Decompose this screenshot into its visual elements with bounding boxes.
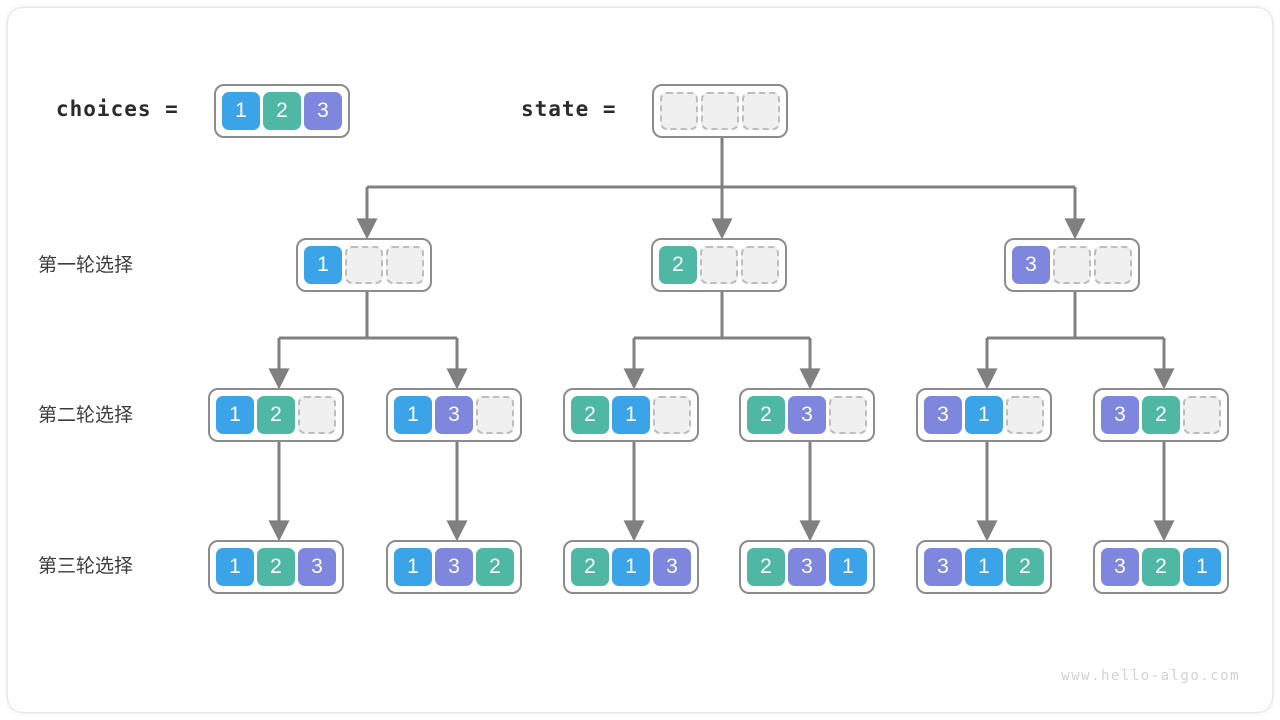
choices-array: 1 2 3 xyxy=(214,84,350,138)
node-cell xyxy=(298,396,336,434)
node-cell xyxy=(741,246,779,284)
node-cell: 3 xyxy=(788,548,826,586)
node-cell: 2 xyxy=(571,548,609,586)
node-cell: 2 xyxy=(257,396,295,434)
node-cell: 2 xyxy=(571,396,609,434)
node-cell: 3 xyxy=(435,548,473,586)
round1-node: 3 xyxy=(1004,238,1140,292)
node-cell: 2 xyxy=(257,548,295,586)
state-array xyxy=(652,84,788,138)
row-label-round2: 第二轮选择 xyxy=(38,405,134,426)
choices-label: choices = xyxy=(56,97,179,121)
node-cell xyxy=(476,396,514,434)
node-cell: 1 xyxy=(1183,548,1221,586)
round2-node: 1 3 xyxy=(386,388,522,442)
row-label-round1: 第一轮选择 xyxy=(38,255,134,276)
round3-node: 2 1 3 xyxy=(563,540,699,594)
choices-cell: 2 xyxy=(263,92,301,130)
row-label-round3: 第三轮选择 xyxy=(38,556,134,577)
node-cell xyxy=(1053,246,1091,284)
node-cell: 3 xyxy=(1012,246,1050,284)
node-cell xyxy=(1183,396,1221,434)
state-label: state = xyxy=(521,97,617,121)
round2-node: 3 1 xyxy=(916,388,1052,442)
node-cell: 1 xyxy=(612,396,650,434)
node-cell xyxy=(700,246,738,284)
node-cell: 2 xyxy=(1142,548,1180,586)
round3-node: 3 2 1 xyxy=(1093,540,1229,594)
watermark: www.hello-algo.com xyxy=(1061,668,1240,684)
round3-node: 3 1 2 xyxy=(916,540,1052,594)
choices-cell: 3 xyxy=(304,92,342,130)
node-cell: 2 xyxy=(747,396,785,434)
node-cell: 1 xyxy=(612,548,650,586)
round3-node: 1 2 3 xyxy=(208,540,344,594)
round2-node: 2 1 xyxy=(563,388,699,442)
node-cell: 1 xyxy=(829,548,867,586)
node-cell: 3 xyxy=(298,548,336,586)
node-cell: 3 xyxy=(924,548,962,586)
node-cell: 3 xyxy=(1101,548,1139,586)
node-cell xyxy=(829,396,867,434)
state-cell xyxy=(660,92,698,130)
node-cell: 1 xyxy=(394,396,432,434)
round2-node: 2 3 xyxy=(739,388,875,442)
node-cell: 3 xyxy=(435,396,473,434)
node-cell: 2 xyxy=(747,548,785,586)
node-cell: 2 xyxy=(1142,396,1180,434)
node-cell xyxy=(1094,246,1132,284)
node-cell: 3 xyxy=(788,396,826,434)
node-cell xyxy=(345,246,383,284)
state-cell xyxy=(701,92,739,130)
node-cell: 1 xyxy=(304,246,342,284)
node-cell: 2 xyxy=(1006,548,1044,586)
state-cell xyxy=(742,92,780,130)
round3-node: 1 3 2 xyxy=(386,540,522,594)
node-cell: 3 xyxy=(653,548,691,586)
node-cell xyxy=(653,396,691,434)
round3-node: 2 3 1 xyxy=(739,540,875,594)
node-cell: 1 xyxy=(394,548,432,586)
round1-node: 2 xyxy=(651,238,787,292)
round2-node: 1 2 xyxy=(208,388,344,442)
round1-node: 1 xyxy=(296,238,432,292)
card-frame xyxy=(8,8,1272,712)
node-cell xyxy=(386,246,424,284)
round2-node: 3 2 xyxy=(1093,388,1229,442)
node-cell: 1 xyxy=(965,396,1003,434)
node-cell xyxy=(1006,396,1044,434)
node-cell: 1 xyxy=(216,396,254,434)
choices-cell: 1 xyxy=(222,92,260,130)
node-cell: 2 xyxy=(476,548,514,586)
node-cell: 2 xyxy=(659,246,697,284)
node-cell: 1 xyxy=(965,548,1003,586)
node-cell: 3 xyxy=(1101,396,1139,434)
node-cell: 1 xyxy=(216,548,254,586)
node-cell: 3 xyxy=(924,396,962,434)
